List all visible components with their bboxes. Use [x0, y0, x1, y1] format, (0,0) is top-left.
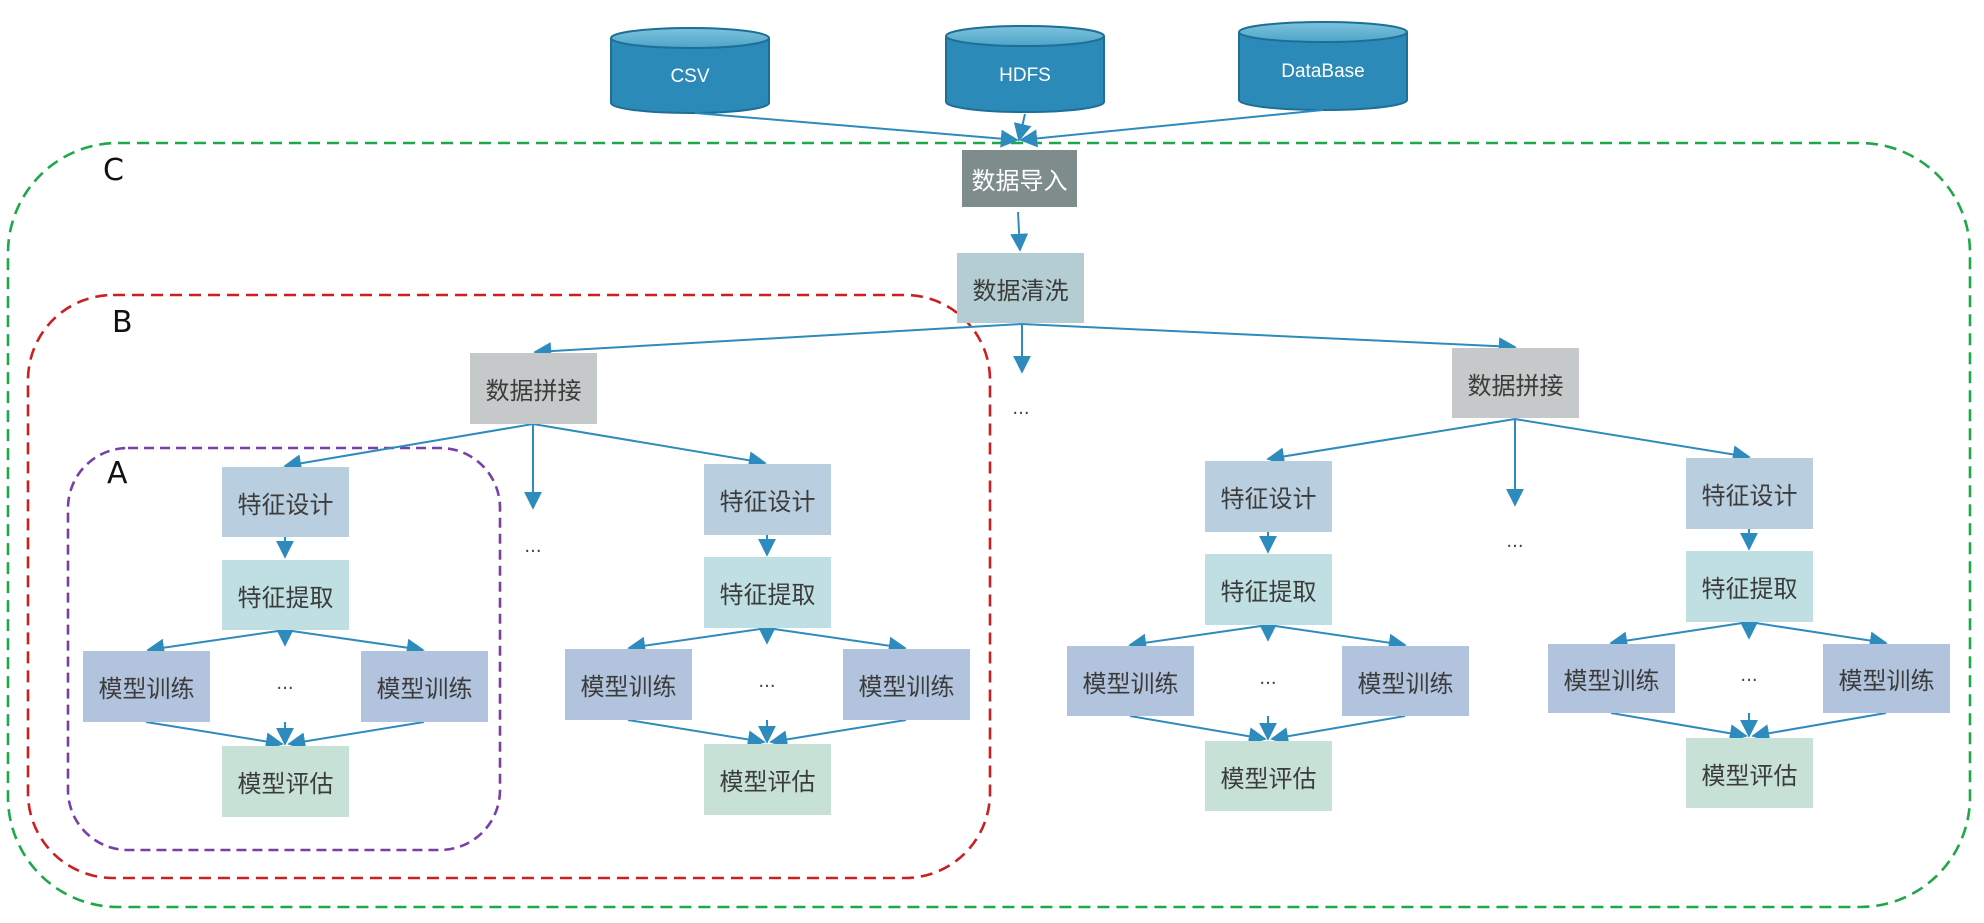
ellipsis-splice-right: ...: [1506, 531, 1524, 552]
model-eval-node-2: 模型评估: [704, 744, 831, 815]
model-train-node-1a: 模型训练: [83, 651, 210, 722]
source-database-label: DataBase: [1281, 61, 1365, 82]
splice-node-left: 数据拼接: [470, 353, 597, 424]
model-train-node-3b: 模型训练: [1342, 646, 1469, 716]
model-eval-node-4: 模型评估: [1686, 738, 1813, 808]
feature-extract-node-4: 特征提取: [1686, 551, 1813, 622]
database-icon-hdfs: [945, 25, 1105, 113]
region-a-border: [66, 446, 502, 852]
database-icon-csv: [610, 27, 770, 114]
model-train-node-4a: 模型训练: [1548, 644, 1675, 713]
region-b-label: B: [112, 305, 133, 340]
feature-extract-node-2: 特征提取: [704, 557, 831, 628]
source-hdfs-label: HDFS: [999, 65, 1051, 86]
model-train-node-4b: 模型训练: [1823, 644, 1950, 713]
feature-design-node-3: 特征设计: [1205, 461, 1332, 532]
ellipsis-clean-branch: ...: [1012, 398, 1030, 419]
model-train-node-2b: 模型训练: [843, 649, 970, 720]
model-train-node-3a: 模型训练: [1067, 646, 1194, 716]
clean-node: 数据清洗: [957, 253, 1084, 323]
feature-extract-node-3: 特征提取: [1205, 554, 1332, 625]
source-csv: CSV: [611, 60, 769, 100]
source-csv-label: CSV: [670, 66, 710, 87]
feature-extract-node-1: 特征提取: [222, 560, 349, 630]
source-database: DataBase: [1239, 56, 1407, 96]
region-c-label: C: [103, 153, 124, 188]
connectors: [145, 109, 1888, 751]
region-a-label: A: [107, 456, 128, 491]
database-icon-database: [1238, 21, 1408, 111]
splice-node-right: 数据拼接: [1452, 348, 1579, 418]
import-node: 数据导入: [962, 150, 1077, 207]
region-b-border: [26, 293, 992, 880]
source-hdfs: HDFS: [946, 60, 1104, 100]
ellipsis-train-1: ...: [276, 673, 294, 694]
ellipsis-train-3: ...: [1259, 668, 1277, 689]
model-eval-node-1: 模型评估: [222, 746, 349, 817]
feature-design-node-1: 特征设计: [222, 467, 349, 537]
ellipsis-train-2: ...: [758, 671, 776, 692]
model-eval-node-3: 模型评估: [1205, 741, 1332, 811]
feature-design-node-4: 特征设计: [1686, 458, 1813, 529]
ellipsis-train-4: ...: [1740, 665, 1758, 686]
region-c-border: [6, 141, 1972, 909]
feature-design-node-2: 特征设计: [704, 464, 831, 535]
model-train-node-2a: 模型训练: [565, 649, 692, 720]
ellipsis-splice-left: ...: [524, 536, 542, 557]
model-train-node-1b: 模型训练: [361, 651, 488, 722]
